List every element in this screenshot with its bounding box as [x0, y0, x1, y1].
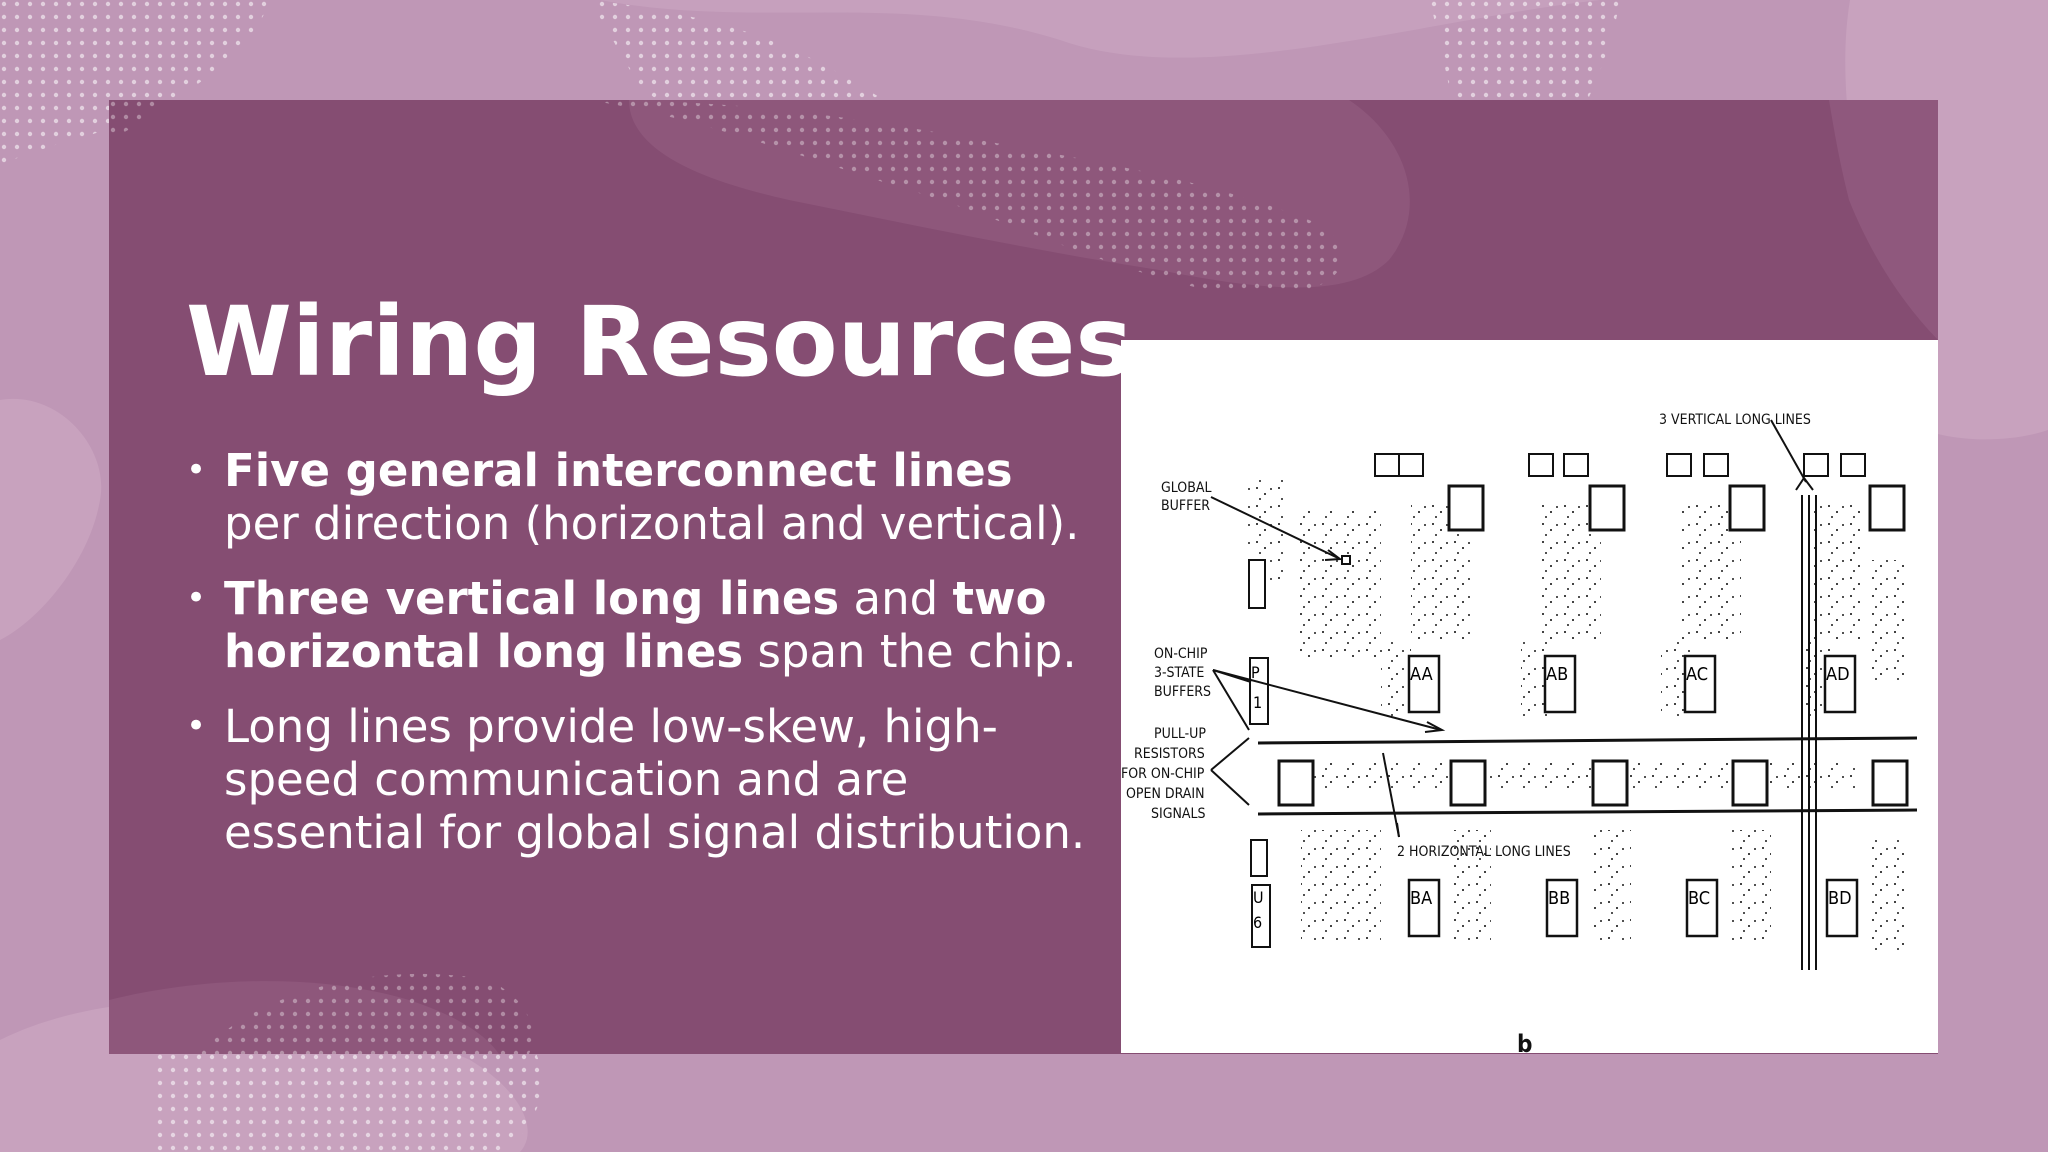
- block-label: AC: [1686, 664, 1708, 685]
- bullet-text: per direction (horizontal and vertical).: [224, 497, 1080, 550]
- block-label: BB: [1548, 888, 1570, 909]
- bullet-item: Three vertical long lines and two horizo…: [186, 572, 1086, 678]
- bullet-list: Five general interconnect lines per dire…: [186, 444, 1086, 881]
- horizontal-long-lines-label: 2 HORIZONTAL LONG LINES: [1397, 844, 1571, 860]
- io-label: 1: [1253, 693, 1262, 712]
- block-label: BC: [1688, 888, 1710, 909]
- figure-caption: b: [1517, 1030, 1532, 1053]
- io-label: 6: [1253, 913, 1262, 932]
- pullup-resistors-label: FOR ON-CHIP: [1121, 766, 1205, 782]
- onchip-buffers-label: 3-STATE: [1154, 665, 1204, 681]
- chip-diagram-figure: P 1 U 6 AA AB AC AD BA BB BC BD: [1121, 340, 1938, 1053]
- bullet-text: and: [839, 572, 953, 625]
- labeled-blocks-top: [1407, 654, 1857, 714]
- pullup-resistors-label: RESISTORS: [1134, 746, 1205, 762]
- io-label: P: [1251, 663, 1260, 682]
- onchip-buffers-label: BUFFERS: [1154, 684, 1211, 700]
- global-buffer-label: BUFFER: [1161, 498, 1210, 514]
- horizontal-long-lines: [1257, 736, 1918, 816]
- vertical-long-lines-label: 3 VERTICAL LONG LINES: [1659, 412, 1811, 428]
- global-buffer-label: GLOBAL: [1161, 480, 1211, 496]
- vertical-long-lines: [1801, 495, 1817, 970]
- bullet-bold-text: two horizontal long lines: [224, 572, 1047, 678]
- block-label: AD: [1826, 664, 1850, 685]
- onchip-buffers-label: ON-CHIP: [1154, 646, 1208, 662]
- chip-diagram: P 1 U 6 AA AB AC AD BA BB BC BD: [1121, 412, 1918, 1053]
- pullup-resistors-label: OPEN DRAIN: [1126, 786, 1205, 802]
- labeled-blocks-bottom: [1407, 878, 1859, 938]
- block-label: BD: [1828, 888, 1852, 909]
- bullet-text: span the chip.: [743, 625, 1077, 678]
- clb-blocks: [1277, 484, 1909, 807]
- top-io-pads: [1374, 453, 1866, 477]
- pullup-resistors-label: SIGNALS: [1151, 806, 1206, 822]
- slide-title: Wiring Resources: [186, 286, 1133, 398]
- block-label: BA: [1410, 888, 1432, 909]
- bullet-item: Five general interconnect lines per dire…: [186, 444, 1086, 550]
- bullet-bold-text: Five general interconnect lines: [224, 444, 1013, 497]
- figure-labels: 3 VERTICAL LONG LINES GLOBAL BUFFER ON-C…: [1121, 412, 1811, 1053]
- block-label: AA: [1410, 664, 1433, 685]
- bullet-item: Long lines provide low-skew, high-speed …: [186, 700, 1086, 859]
- bullet-bold-text: Three vertical long lines: [224, 572, 840, 625]
- left-io-blocks: [1248, 555, 1351, 948]
- block-label: AB: [1546, 664, 1568, 685]
- io-label: U: [1253, 888, 1264, 907]
- annotation-arrows: [1210, 419, 1814, 838]
- panel-decoration: [109, 100, 1938, 1054]
- pullup-resistors-label: PULL-UP: [1154, 726, 1206, 742]
- bullet-text: Long lines provide low-skew, high-speed …: [224, 700, 1086, 859]
